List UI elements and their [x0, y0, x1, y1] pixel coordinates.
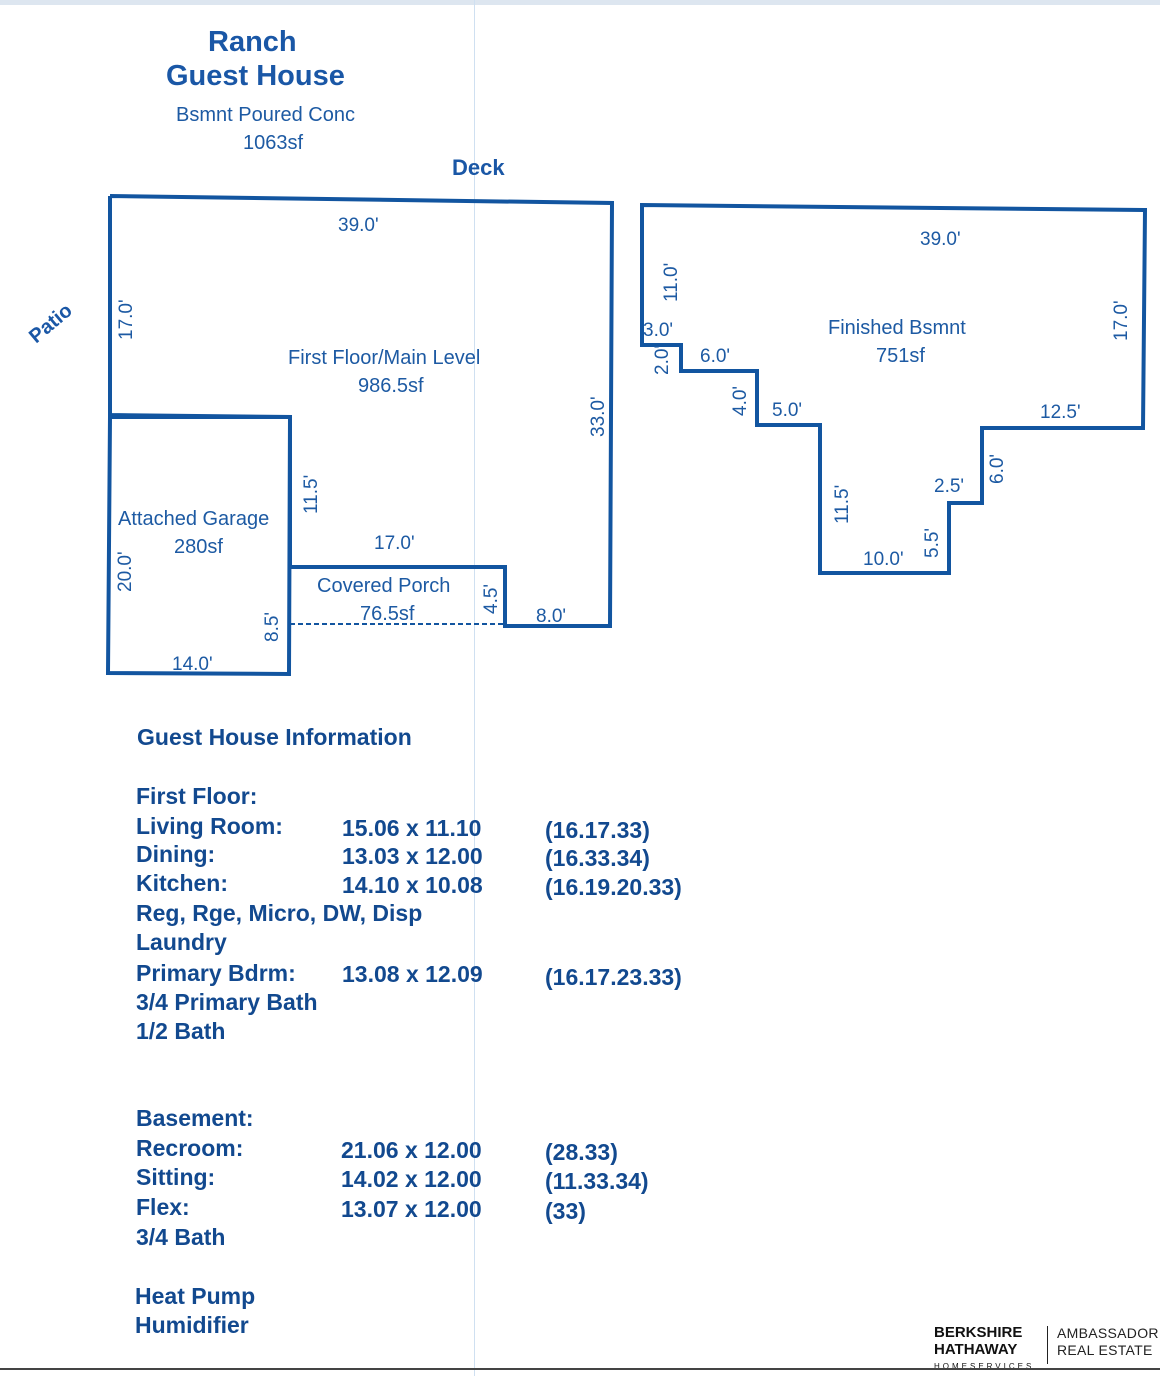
room-living-features: (16.17.33)	[545, 817, 650, 843]
bsmt-dim-step1-vert: 2.0'	[652, 345, 673, 375]
page-fold-line	[474, 0, 475, 1376]
top-edge	[0, 0, 1160, 5]
laundry-line: Laundry	[136, 929, 227, 955]
room-flex-features: (33)	[545, 1198, 586, 1224]
title-line2: Guest House	[166, 60, 345, 92]
main-level-name: First Floor/Main Level	[288, 347, 480, 369]
room-kitchen-name: Kitchen:	[136, 870, 228, 896]
room-recroom-features: (28.33)	[545, 1139, 618, 1165]
floor-plan: Deck Patio 39.0' 17.0' First Floor/Main …	[25, 155, 1148, 677]
basement-heading: Basement:	[136, 1105, 254, 1131]
bsmt-dim-bottom-left-vert: 11.5'	[832, 485, 853, 524]
room-sitting-features: (11.33.34)	[545, 1168, 649, 1194]
bsmt-dim-bottom: 10.0'	[863, 549, 904, 570]
basement-plan-area: 751sf	[876, 345, 925, 367]
main-dim-bottom-right: 8.0'	[536, 606, 566, 627]
room-dining-size: 13.03 x 12.00	[342, 843, 483, 869]
bsmt-dim-step2: 6.0'	[700, 346, 730, 367]
logo-divider	[1047, 1326, 1048, 1364]
garage-dim-right: 8.5'	[262, 612, 283, 642]
garage-name: Attached Garage	[118, 508, 269, 530]
main-level-outline	[108, 194, 615, 628]
logo-line3: HOMESERVICES	[934, 1362, 1035, 1371]
bsmt-dim-bottom-right-vert: 5.5'	[922, 528, 943, 558]
main-dim-top: 39.0'	[338, 215, 379, 236]
basement-bath-line: 3/4 Bath	[136, 1224, 226, 1250]
bsmt-dim-step5: 12.5'	[1040, 402, 1081, 423]
logo-line2: HATHAWAY	[934, 1341, 1018, 1358]
basement-type: Bsmnt Poured Conc	[176, 104, 355, 126]
title-line1: Ranch	[208, 26, 297, 58]
basement-name: Finished Bsmnt	[828, 317, 966, 339]
room-dining-name: Dining:	[136, 841, 216, 867]
bsmt-dim-step4: 2.5'	[934, 476, 964, 497]
main-level-area: 986.5sf	[358, 375, 424, 397]
logo-right-line1: AMBASSADOR	[1057, 1325, 1159, 1341]
main-dim-left: 17.0'	[116, 299, 137, 340]
room-recroom-name: Recroom:	[136, 1135, 244, 1161]
room-sitting-size: 14.02 x 12.00	[341, 1166, 482, 1192]
bsmt-dim-step2-vert: 4.0'	[730, 386, 751, 416]
garage-dim-left: 20.0'	[115, 551, 136, 592]
porch-name: Covered Porch	[317, 575, 450, 597]
porch-area: 76.5sf	[360, 603, 415, 625]
basement-area: 1063sf	[243, 132, 304, 154]
garage-dim-bottom: 14.0'	[172, 654, 213, 675]
room-dining-features: (16.33.34)	[545, 845, 650, 871]
room-recroom-size: 21.06 x 12.00	[341, 1137, 482, 1163]
brokerage-logo: BERKSHIRE HATHAWAY HOMESERVICES	[934, 1324, 1034, 1375]
primary-bath-line: 3/4 Primary Bath	[136, 989, 318, 1015]
brokerage-name: AMBASSADOR REAL ESTATE	[1057, 1325, 1159, 1359]
bsmt-dim-right: 17.0'	[1111, 300, 1132, 341]
room-sitting-name: Sitting:	[136, 1164, 216, 1190]
half-bath-line: 1/2 Bath	[136, 1018, 226, 1044]
basement-outline	[640, 202, 1148, 575]
room-flex-size: 13.07 x 12.00	[341, 1196, 482, 1222]
garage-outline	[105, 415, 293, 677]
appliances-line: Reg, Rge, Micro, DW, Disp	[136, 900, 423, 926]
humidifier-line: Humidifier	[135, 1312, 249, 1338]
room-kitchen-features: (16.19.20.33)	[545, 874, 682, 900]
bsmt-dim-left: 11.0'	[661, 263, 682, 302]
bsmt-dim-step1: 3.0'	[643, 320, 673, 341]
bsmt-dim-step3: 5.0'	[772, 400, 802, 421]
room-primary-bedroom-features: (16.17.23.33)	[545, 964, 682, 990]
room-primary-bedroom-size: 13.08 x 12.09	[342, 961, 483, 987]
room-kitchen-size: 14.10 x 10.08	[342, 872, 483, 898]
porch-dim-vert: 4.5'	[481, 584, 502, 614]
info-heading: Guest House Information	[137, 724, 412, 750]
room-flex-name: Flex:	[136, 1194, 190, 1220]
logo-right-line2: REAL ESTATE	[1057, 1342, 1153, 1358]
bottom-edge	[0, 1368, 1160, 1370]
main-dim-right: 33.0'	[588, 396, 609, 437]
bsmt-dim-step4-vert: 6.0'	[987, 454, 1008, 484]
room-living-name: Living Room:	[136, 813, 283, 839]
main-dim-inner-horiz: 17.0'	[374, 533, 415, 554]
deck-label: Deck	[452, 155, 505, 180]
room-primary-bedroom-name: Primary Bdrm:	[136, 960, 296, 986]
logo-line1: BERKSHIRE	[934, 1324, 1023, 1341]
first-floor-heading: First Floor:	[136, 783, 258, 809]
garage-area: 280sf	[174, 536, 223, 558]
bsmt-dim-top: 39.0'	[920, 229, 961, 250]
main-dim-inner-vert: 11.5'	[301, 475, 322, 514]
patio-label: Patio	[25, 300, 77, 348]
heat-pump-line: Heat Pump	[135, 1283, 256, 1309]
room-living-size: 15.06 x 11.10	[342, 815, 482, 841]
